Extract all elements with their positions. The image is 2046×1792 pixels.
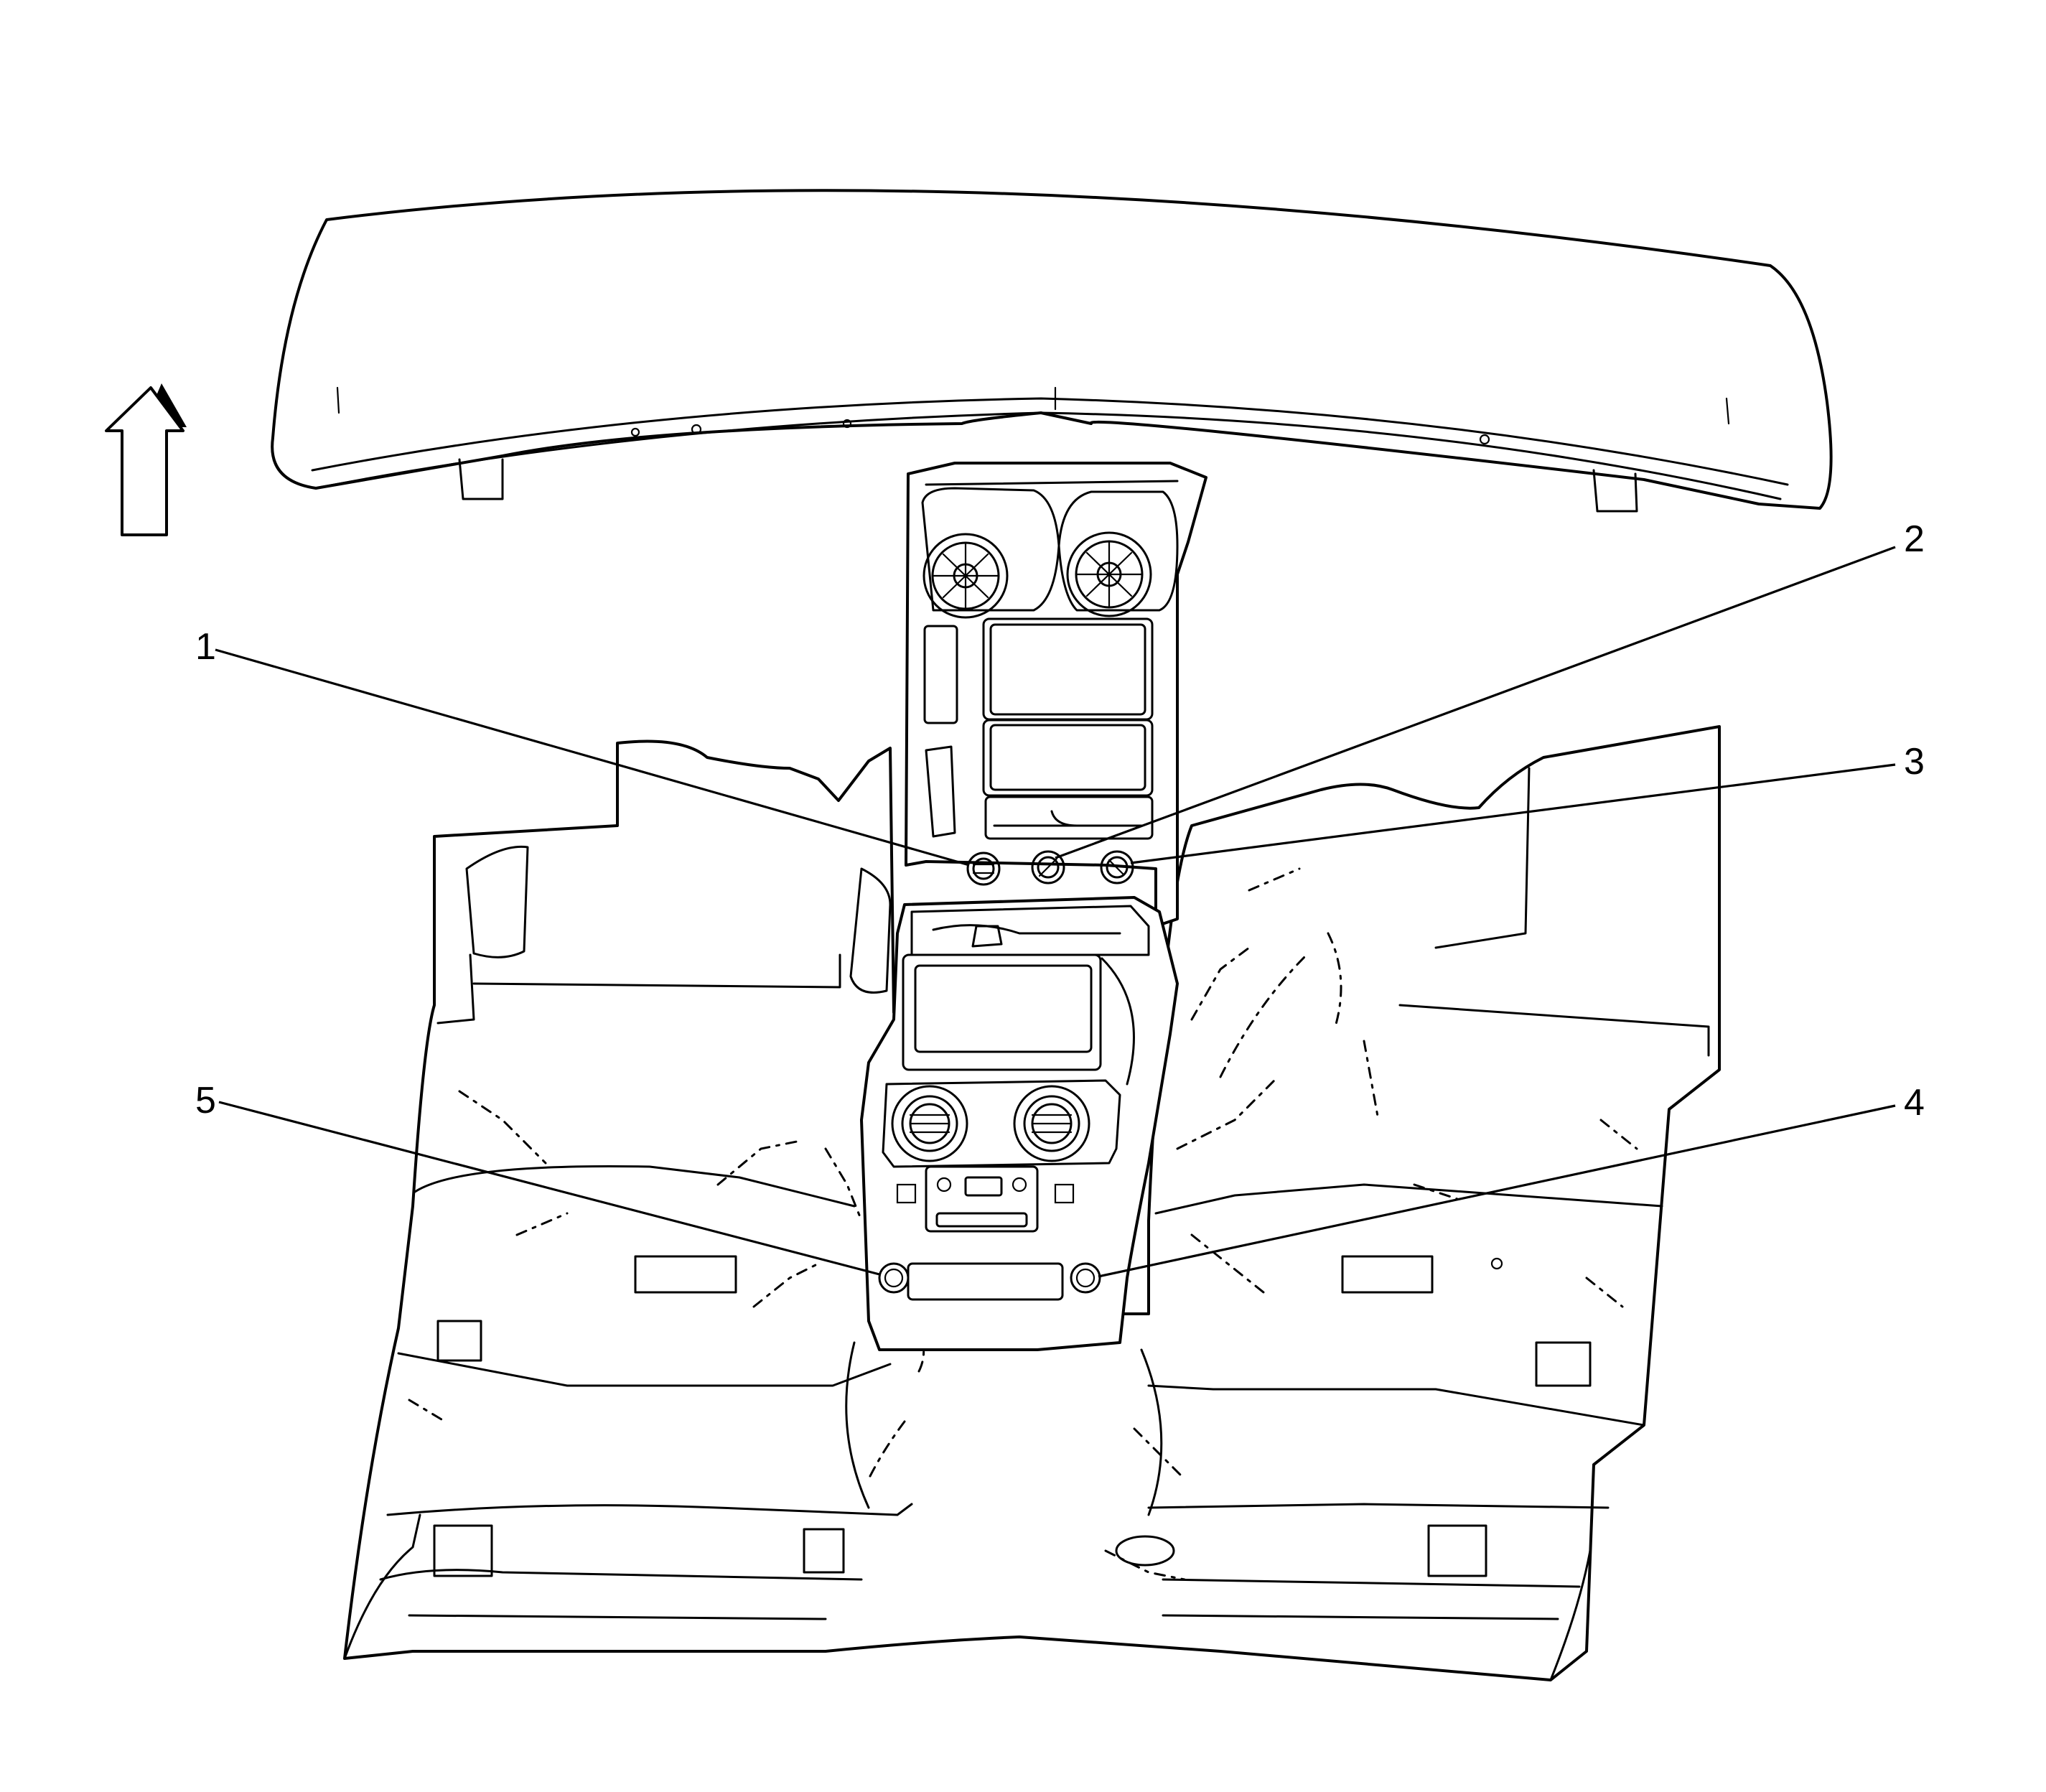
rear-climate-control-panel (896, 1165, 1075, 1233)
leader-line-4 (1098, 1104, 1896, 1278)
callout-2: 2 (1904, 518, 1925, 560)
callout-5: 5 (195, 1080, 216, 1121)
leader-line-2 (1055, 546, 1896, 859)
rear-control-knob-right (1070, 1262, 1101, 1294)
upper-right-air-vent (1057, 490, 1179, 617)
hvac-control-knob-right (1100, 850, 1134, 885)
floor-console (860, 896, 1179, 1351)
rear-control-knob-left (878, 1262, 910, 1294)
front-direction-arrow-icon (105, 383, 187, 536)
leader-line-5 (218, 1101, 880, 1276)
hvac-control-knob-center (1031, 850, 1065, 885)
callout-3: 3 (1904, 741, 1925, 783)
upper-left-air-vent (921, 487, 1060, 619)
hvac-control-knob-left (966, 851, 1001, 886)
leader-lines (215, 546, 1896, 1278)
rear-left-air-vent (891, 1085, 968, 1162)
windshield (271, 189, 1833, 513)
leader-line-1 (215, 648, 970, 867)
callout-labels: 1 2 3 4 5 (195, 518, 1925, 1124)
floor-carpet (343, 725, 1721, 1681)
center-instrument-panel-trim (905, 462, 1207, 928)
leader-line-3 (1130, 763, 1896, 864)
rear-right-air-vent (1013, 1085, 1090, 1162)
callout-1: 1 (195, 626, 216, 668)
callout-4: 4 (1904, 1082, 1925, 1124)
